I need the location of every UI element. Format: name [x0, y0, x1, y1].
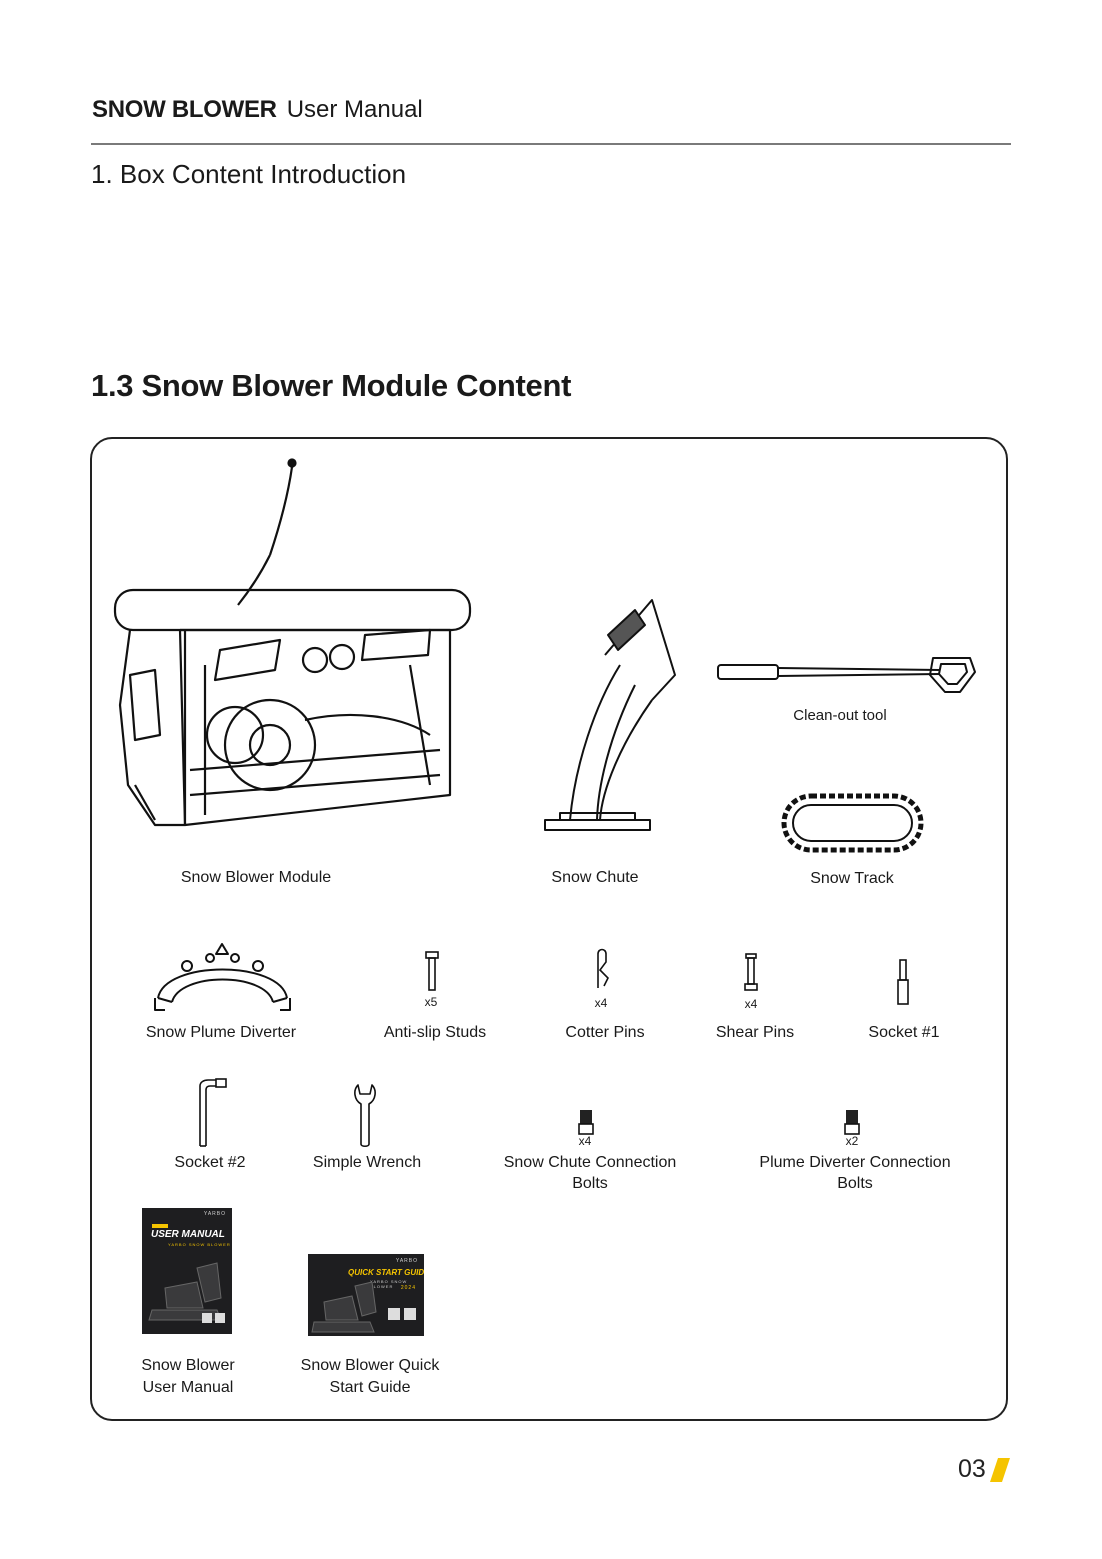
simple-wrench-icon	[354, 1084, 376, 1148]
socket-1-label: Socket #1	[868, 1024, 940, 1041]
quick-start-guide-cover: YARBO QUICK START GUIDE YARBO SNOW BLOWE…	[308, 1254, 424, 1336]
manual-cover-tag	[152, 1224, 168, 1228]
socket-2-label: Socket #2	[174, 1154, 246, 1171]
cotter-pin-icon	[597, 948, 609, 988]
page-accent-mark	[990, 1458, 1010, 1482]
snow-plume-diverter-label: Snow Plume Diverter	[145, 1024, 297, 1041]
header-title: User Manual	[286, 96, 423, 123]
shear-pins-label: Shear Pins	[715, 1024, 795, 1041]
anti-slip-studs-qty: x5	[424, 995, 438, 1009]
snow-track-illustration	[781, 793, 924, 853]
page-number: 03	[958, 1455, 986, 1483]
guide-cover-brand: YARBO	[395, 1258, 418, 1264]
socket-1-icon	[897, 959, 909, 1005]
subsection-title: 1.3 Snow Blower Module Content	[91, 368, 572, 403]
manual-cover-machine-image	[148, 1262, 225, 1323]
guide-cover-title: QUICK START GUIDE	[348, 1268, 424, 1277]
snow-track-label: Snow Track	[810, 870, 894, 887]
snow-blower-module-label: Snow Blower Module	[180, 869, 332, 886]
contents-panel	[90, 437, 1008, 1421]
snow-chute-label: Snow Chute	[551, 869, 639, 886]
cotter-pins-qty: x4	[594, 996, 608, 1010]
snow-chute-bolts-qty: x4	[578, 1134, 592, 1148]
socket-2-icon	[199, 1078, 227, 1147]
cotter-pins-label: Cotter Pins	[565, 1024, 645, 1041]
snow-plume-diverter-illustration	[154, 943, 291, 1011]
plume-diverter-bolt-icon	[844, 1110, 860, 1135]
section-title: 1. Box Content Introduction	[91, 159, 407, 189]
shear-pins-qty: x4	[744, 997, 758, 1011]
quick-start-guide-label-line1: Snow Blower Quick	[300, 1357, 440, 1374]
quick-start-guide-label-line2: Start Guide	[329, 1379, 411, 1396]
snow-chute-bolt-icon	[578, 1110, 594, 1135]
user-manual-label-line1: Snow Blower	[141, 1357, 235, 1374]
manual-cover-brand: YARBO	[203, 1211, 226, 1217]
anti-slip-studs-label: Anti-slip Studs	[383, 1024, 487, 1041]
anti-slip-stud-icon	[425, 951, 439, 991]
header-divider	[91, 143, 1011, 145]
snow-chute-illustration	[544, 599, 676, 831]
guide-cover-year: 2024	[400, 1285, 416, 1291]
manual-cover-subtitle: YARBO SNOW BLOWER	[168, 1242, 231, 1247]
shear-pin-icon	[744, 953, 758, 991]
snow-blower-module-illustration	[113, 458, 472, 827]
running-header: SNOW BLOWER User Manual	[92, 96, 423, 124]
plume-diverter-bolts-label-line1: Plume Diverter Connection	[759, 1154, 951, 1171]
user-manual-cover: YARBO USER MANUAL YARBO SNOW BLOWER	[142, 1208, 232, 1334]
plume-diverter-bolts-qty: x2	[845, 1134, 859, 1148]
snow-chute-bolts-label-line1: Snow Chute Connection	[503, 1154, 677, 1171]
manual-cover-title: USER MANUAL	[151, 1229, 225, 1240]
clean-out-tool-label: Clean-out tool	[793, 707, 887, 724]
user-manual-label-line2: User Manual	[142, 1379, 234, 1396]
snow-chute-bolts-label-line2: Bolts	[572, 1175, 608, 1192]
clean-out-tool-illustration	[717, 657, 976, 693]
guide-cover-subtitle: YARBO SNOW BLOWER	[370, 1279, 408, 1289]
simple-wrench-label: Simple Wrench	[312, 1154, 422, 1171]
header-brand: SNOW BLOWER	[92, 96, 277, 123]
plume-diverter-bolts-label-line2: Bolts	[837, 1175, 873, 1192]
guide-cover-machine-image	[311, 1282, 416, 1333]
